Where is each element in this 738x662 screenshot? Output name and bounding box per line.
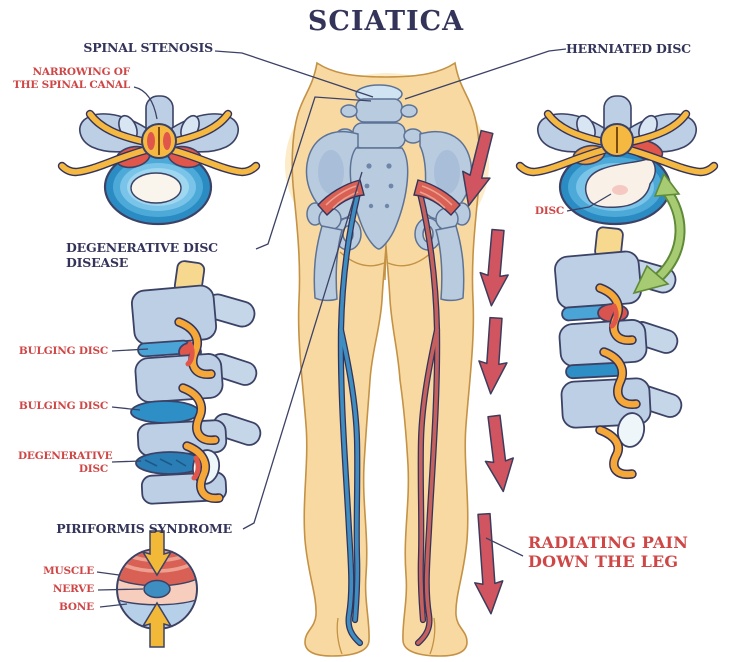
leader-bulging-1 xyxy=(111,348,149,352)
herniated-disc-vertebra xyxy=(515,95,719,226)
compression-arrow-up-icon xyxy=(141,601,173,648)
label-bulging-disc-2: BULGING DISC xyxy=(18,400,108,412)
label-piriformis-syndrome: PIRIFORMIS SYNDROME xyxy=(56,521,232,536)
spinal-stenosis-vertebra xyxy=(57,95,261,226)
piriformis-muscles xyxy=(317,179,461,217)
herniated-disc xyxy=(558,148,672,226)
down-arrow-icon xyxy=(476,228,513,308)
herniated-spine xyxy=(554,172,686,480)
vertebra xyxy=(554,250,642,310)
bulging-disc-2 xyxy=(130,400,200,424)
zoom-link-arrow xyxy=(632,172,686,295)
vertebra xyxy=(130,284,218,346)
vertebra xyxy=(134,353,224,403)
sciatic-nerve-right xyxy=(416,191,439,645)
down-arrow-icon xyxy=(475,316,511,396)
femur-left xyxy=(313,225,343,302)
leader-bone xyxy=(99,603,128,608)
sacral-foramina xyxy=(364,163,394,209)
green-arrowhead-up-icon xyxy=(653,172,681,197)
herniation-nucleus xyxy=(585,157,656,208)
nerve-roots xyxy=(595,283,641,480)
leader-degenerative-disc xyxy=(111,460,142,463)
page-title: SCIATICA xyxy=(307,6,465,37)
heel-creases xyxy=(336,617,436,655)
leader-radiating-pain xyxy=(485,537,524,557)
label-degenerative-disc-disease: DEGENERATIVE DISC DISEASE xyxy=(66,240,218,271)
femur-right xyxy=(435,225,465,302)
degenerative-spine xyxy=(130,260,262,505)
leader-lines xyxy=(96,48,612,608)
label-bulging-disc-1: BULGING DISC xyxy=(18,345,108,357)
leader-herniated-disc xyxy=(404,48,567,100)
down-arrow-icon xyxy=(479,413,518,494)
label-narrowing-spinal-canal: NARROWING OF THE SPINAL CANAL xyxy=(13,66,130,91)
leader-spinal-stenosis xyxy=(214,50,374,98)
leader-degenerative-disease xyxy=(255,96,372,250)
label-spinal-stenosis: SPINAL STENOSIS xyxy=(83,40,213,55)
compression-arrow-down-icon xyxy=(141,530,173,577)
lumbar-vertebra-2 xyxy=(352,122,406,149)
sciatic-nerves xyxy=(337,189,441,647)
disc-nucleus xyxy=(130,172,182,204)
nerve-roots xyxy=(515,109,719,177)
down-arrow-icon-long xyxy=(469,512,506,616)
leader-muscle xyxy=(96,571,120,576)
nerve-roots xyxy=(57,109,261,177)
pelvis-bones xyxy=(305,84,473,302)
label-disc: DISC xyxy=(534,205,564,217)
leader-nerve xyxy=(97,588,144,591)
label-radiating-pain: RADIATING PAIN DOWN THE LEG xyxy=(528,533,689,571)
nerve-roots xyxy=(174,317,224,503)
green-arrowhead-down-icon xyxy=(632,264,670,295)
nerve-cross-section xyxy=(143,579,171,599)
label-muscle: MUSCLE xyxy=(43,565,94,577)
lumbar-vertebra-1 xyxy=(355,98,403,123)
label-bone: BONE xyxy=(58,601,94,613)
label-herniated-disc: HERNIATED DISC xyxy=(566,41,691,56)
sciatic-nerve-left xyxy=(339,191,362,645)
disc-healthy xyxy=(103,148,213,226)
label-degenerative-disc: DEGENERATIVE DISC xyxy=(18,450,113,475)
leader-narrowing xyxy=(133,86,158,120)
leader-piriformis xyxy=(242,171,363,530)
leader-bulging-2 xyxy=(111,406,141,411)
label-nerve: NERVE xyxy=(52,583,94,595)
leader-disc xyxy=(566,193,612,212)
